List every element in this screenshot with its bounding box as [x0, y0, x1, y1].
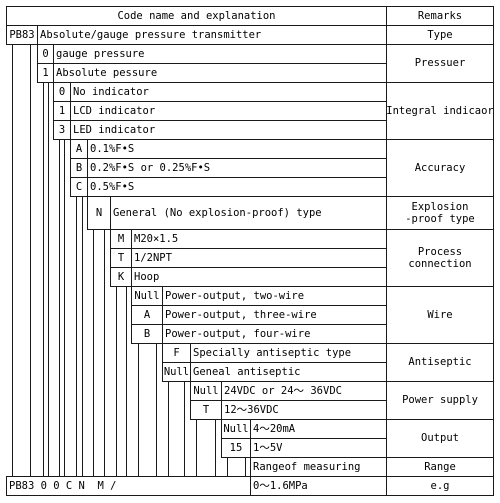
example-range: 0～1.6MPa: [250, 476, 387, 496]
antiseptic-code: Null: [162, 362, 191, 382]
pressure-code: 1: [37, 63, 54, 83]
remark-power: Power supply: [386, 381, 494, 420]
accuracy-label: 0.2%F•S or 0.25%F•S: [87, 158, 387, 178]
power-label: 12～36VDC: [221, 400, 387, 420]
power-code: Null: [190, 381, 222, 401]
wire-code: B: [131, 324, 163, 344]
remark-antiseptic: Antiseptic: [386, 343, 494, 382]
antiseptic-label: Specially antiseptic type: [190, 343, 387, 363]
header-remarks: Remarks: [386, 6, 494, 26]
indicator-code: 1: [53, 101, 71, 121]
antiseptic-label: Geneal antiseptic: [190, 362, 387, 382]
connection-code: K: [110, 267, 132, 287]
model-code: PB83: [6, 25, 38, 45]
remark-wire: Wire: [386, 286, 494, 344]
explosion-code: N: [87, 196, 111, 230]
indicator-label: LED indicator: [70, 120, 387, 140]
wire-label: Power-output, three-wire: [162, 305, 387, 325]
accuracy-label: 0.1%F•S: [87, 139, 387, 159]
indicator-label: LCD indicator: [70, 101, 387, 121]
range-label: Rangeof measuring: [250, 457, 387, 477]
accuracy-code: C: [70, 177, 88, 197]
wire-code: A: [131, 305, 163, 325]
output-code: 15: [221, 438, 251, 458]
accuracy-code: B: [70, 158, 88, 178]
accuracy-label: 0.5%F•S: [87, 177, 387, 197]
accuracy-code: A: [70, 139, 88, 159]
indicator-code: 0: [53, 82, 71, 102]
remark-type: Type: [386, 25, 494, 45]
indicator-code: 3: [53, 120, 71, 140]
remark-indicator: Integral indicaor: [386, 82, 494, 140]
remark-pressure: Pressuer: [386, 44, 494, 83]
remark-connection: Process connection: [386, 229, 494, 287]
connection-label: 1/2NPT: [131, 248, 387, 268]
wire-label: Power-output, two-wire: [162, 286, 387, 306]
pressure-code: 0: [37, 44, 54, 64]
header-code-name: Code name and explanation: [6, 6, 387, 26]
output-label: 1～5V: [250, 438, 387, 458]
example-code: PB83 0 0 C N M /: [6, 476, 251, 496]
connection-code: T: [110, 248, 132, 268]
pressure-label: gauge pressure: [53, 44, 387, 64]
antiseptic-code: F: [162, 343, 191, 363]
indicator-label: No indicator: [70, 82, 387, 102]
power-code: T: [190, 400, 222, 420]
remark-accuracy: Accuracy: [386, 139, 494, 197]
connection-label: Hoop: [131, 267, 387, 287]
connection-label: M20×1.5: [131, 229, 387, 249]
power-label: 24VDC or 24～ 36VDC: [221, 381, 387, 401]
remark-explosion: Explosion -proof type: [386, 196, 494, 230]
remark-range: Range: [386, 457, 494, 477]
remark-output: Output: [386, 419, 494, 458]
output-code: Null: [221, 419, 251, 439]
wire-label: Power-output, four-wire: [162, 324, 387, 344]
wire-code: Null: [131, 286, 163, 306]
remark-example: e.g: [386, 476, 494, 496]
pressure-label: Absolute pessure: [53, 63, 387, 83]
explosion-label: General (No explosion-proof) type: [110, 196, 387, 230]
model-name: Absolute/gauge pressure transmitter: [37, 25, 387, 45]
output-label: 4～20mA: [250, 419, 387, 439]
connection-code: M: [110, 229, 132, 249]
